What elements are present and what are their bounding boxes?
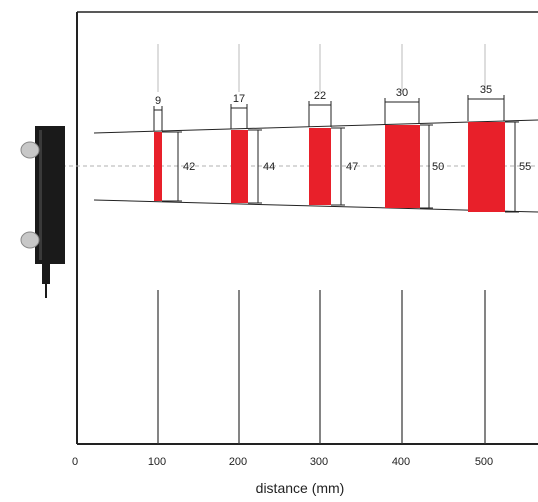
spot-group-300: 22 47 (308, 90, 358, 206)
spot-width-label-500: 35 (480, 84, 492, 96)
spot-width-label-400: 30 (396, 87, 408, 99)
light-spot-200 (231, 130, 248, 203)
sensor-connector (42, 264, 50, 284)
sensor-lens-bottom (20, 231, 40, 249)
tick-label-100: 100 (148, 456, 166, 468)
spot-group-500: 35 55 (467, 84, 531, 213)
tick-label-400: 400 (392, 456, 410, 468)
spot-group-100: 9 42 (153, 95, 195, 202)
spot-width-label-100: 9 (155, 95, 161, 107)
light-spot-100 (154, 132, 162, 201)
spot-width-label-300: 22 (314, 90, 326, 102)
light-spot-300 (309, 128, 331, 205)
tick-label-0: 0 (72, 456, 78, 468)
light-spot-500 (468, 122, 505, 212)
photoelectric-sensor (20, 126, 65, 298)
spot-height-label-100: 42 (183, 161, 195, 173)
spot-height-label-200: 44 (263, 161, 275, 173)
spot-height-label-300: 47 (346, 161, 358, 173)
tick-label-500: 500 (475, 456, 493, 468)
light-spot-400 (385, 125, 420, 208)
sensor-body-highlight (39, 130, 42, 260)
spot-height-label-500: 55 (519, 161, 531, 173)
tick-label-300: 300 (310, 456, 328, 468)
beam-lower-edge (93, 199, 538, 213)
spot-width-label-200: 17 (233, 93, 245, 105)
distance-tick-labels: 0 100 200 300 400 500 (72, 456, 493, 468)
spot-group-400: 30 50 (384, 87, 444, 209)
tick-label-200: 200 (229, 456, 247, 468)
beam-upper-edge (93, 119, 538, 134)
upper-guide-lines (157, 44, 486, 92)
distance-axis-title: distance (mm) (256, 480, 345, 496)
lower-distance-markers (157, 290, 486, 444)
sensor-lens-top (20, 141, 40, 159)
spot-height-label-400: 50 (432, 161, 444, 173)
spot-group-200: 17 44 (230, 93, 275, 204)
